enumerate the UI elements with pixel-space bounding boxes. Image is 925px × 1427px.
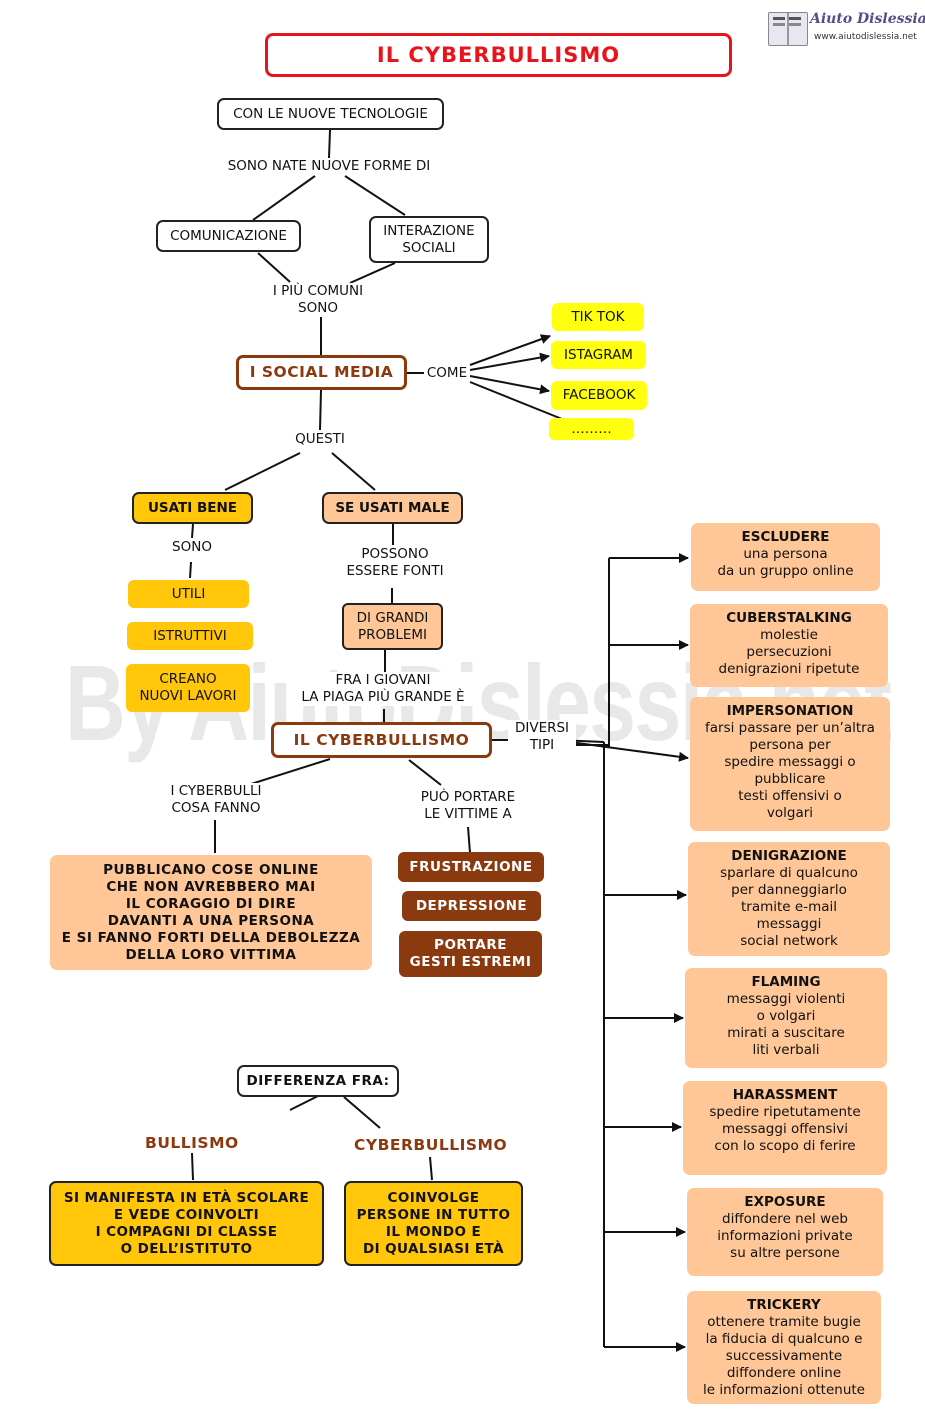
page-title: IL CYBERBULLISMO bbox=[265, 33, 732, 77]
label-fra-giovani: FRA I GIOVANI LA PIAGA PIÙ GRANDE È bbox=[288, 672, 478, 706]
type-harassment: HARASSMENT spedire ripetutamente messagg… bbox=[683, 1081, 887, 1175]
type-desc: ottenere tramite bugie la fiducia di qua… bbox=[703, 1314, 865, 1398]
node-facebook: FACEBOOK bbox=[551, 381, 647, 410]
node-usati-bene: USATI BENE bbox=[132, 492, 253, 524]
logo-name: Aiuto Dislessia bbox=[810, 11, 925, 27]
node-comunicazione: COMUNICAZIONE bbox=[156, 220, 301, 252]
node-tiktok: TIK TOK bbox=[552, 303, 644, 331]
node-problemi: DI GRANDI PROBLEMI bbox=[342, 603, 443, 650]
type-desc: una persona da un gruppo online bbox=[717, 546, 854, 579]
type-desc: spedire ripetutamente messaggi offensivi… bbox=[709, 1104, 861, 1154]
logo: Aiuto Dislessia www.aiutodislessia.net bbox=[768, 10, 925, 46]
label-cyberbullismo: CYBERBULLISMO bbox=[354, 1136, 508, 1154]
label-diversi-tipi: DIVERSI TIPI bbox=[508, 720, 576, 754]
node-tech: CON LE NUOVE TECNOLOGIE bbox=[217, 98, 444, 130]
logo-url: www.aiutodislessia.net bbox=[814, 32, 917, 42]
type-exposure: EXPOSURE diffondere nel web informazioni… bbox=[687, 1188, 883, 1276]
label-piu-comuni: I PIÙ COMUNI SONO bbox=[262, 283, 374, 317]
type-desc: sparlare di qualcuno per danneggiarlo tr… bbox=[720, 865, 858, 949]
node-istruttivi: ISTRUTTIVI bbox=[127, 622, 253, 650]
type-impersonation: IMPERSONATION farsi passare per un’altra… bbox=[690, 697, 890, 831]
type-denigrazione: DENIGRAZIONE sparlare di qualcuno per da… bbox=[688, 842, 890, 956]
type-flaming: FLAMING messaggi violenti o volgari mira… bbox=[685, 968, 887, 1068]
type-desc: farsi passare per un’altra persona per s… bbox=[705, 720, 875, 821]
node-differenza: DIFFERENZA FRA: bbox=[237, 1065, 399, 1097]
label-puo-portare: PUÒ PORTARE LE VITTIME A bbox=[403, 789, 533, 823]
node-usati-male: SE USATI MALE bbox=[322, 492, 463, 524]
node-creano: CREANO NUOVI LAVORI bbox=[126, 664, 250, 712]
node-utili: UTILI bbox=[128, 580, 249, 608]
type-escludere: ESCLUDERE una persona da un gruppo onlin… bbox=[691, 523, 880, 591]
label-possono: POSSONO ESSERE FONTI bbox=[332, 546, 458, 580]
node-cyber-desc: COINVOLGE PERSONE IN TUTTO IL MONDO E DI… bbox=[344, 1181, 523, 1266]
node-cyberbullismo: IL CYBERBULLISMO bbox=[271, 722, 492, 758]
type-desc: messaggi violenti o volgari mirati a sus… bbox=[726, 991, 846, 1058]
type-title: HARASSMENT bbox=[732, 1087, 838, 1103]
type-title: EXPOSURE bbox=[744, 1194, 826, 1210]
node-frustrazione: FRUSTRAZIONE bbox=[398, 852, 544, 882]
node-interazione: INTERAZIONE SOCIALI bbox=[369, 216, 489, 263]
type-desc: diffondere nel web informazioni private … bbox=[717, 1211, 853, 1261]
node-social-media: I SOCIAL MEDIA bbox=[236, 355, 407, 390]
type-title: TRICKERY bbox=[747, 1297, 821, 1313]
node-depressione: DEPRESSIONE bbox=[402, 891, 541, 921]
type-title: IMPERSONATION bbox=[726, 703, 854, 719]
node-dots: ……… bbox=[549, 418, 634, 440]
type-title: FLAMING bbox=[751, 974, 821, 990]
node-gesti: PORTARE GESTI ESTREMI bbox=[399, 931, 542, 977]
type-trickery: TRICKERY ottenere tramite bugie la fiduc… bbox=[687, 1291, 881, 1404]
type-cuberstalking: CUBERSTALKING molestie persecuzioni deni… bbox=[690, 604, 888, 687]
label-come: COME bbox=[424, 365, 470, 382]
label-bullismo: BULLISMO bbox=[145, 1134, 239, 1152]
label-nate: SONO NATE NUOVE FORME DI bbox=[215, 158, 443, 175]
type-title: DENIGRAZIONE bbox=[731, 848, 847, 864]
type-desc: molestie persecuzioni denigrazioni ripet… bbox=[718, 627, 860, 677]
node-instagram: ISTAGRAM bbox=[551, 341, 646, 369]
type-title: CUBERSTALKING bbox=[726, 610, 852, 626]
type-title: ESCLUDERE bbox=[741, 529, 830, 545]
label-cosa-fanno: I CYBERBULLI COSA FANNO bbox=[150, 783, 282, 817]
label-questi: QUESTI bbox=[282, 431, 358, 448]
book-icon bbox=[768, 12, 808, 46]
label-sono: SONO bbox=[163, 539, 221, 556]
node-pubblicano: PUBBLICANO COSE ONLINE CHE NON AVREBBERO… bbox=[50, 855, 372, 970]
node-bullismo-desc: SI MANIFESTA IN ETÀ SCOLARE E VEDE COINV… bbox=[49, 1181, 324, 1266]
